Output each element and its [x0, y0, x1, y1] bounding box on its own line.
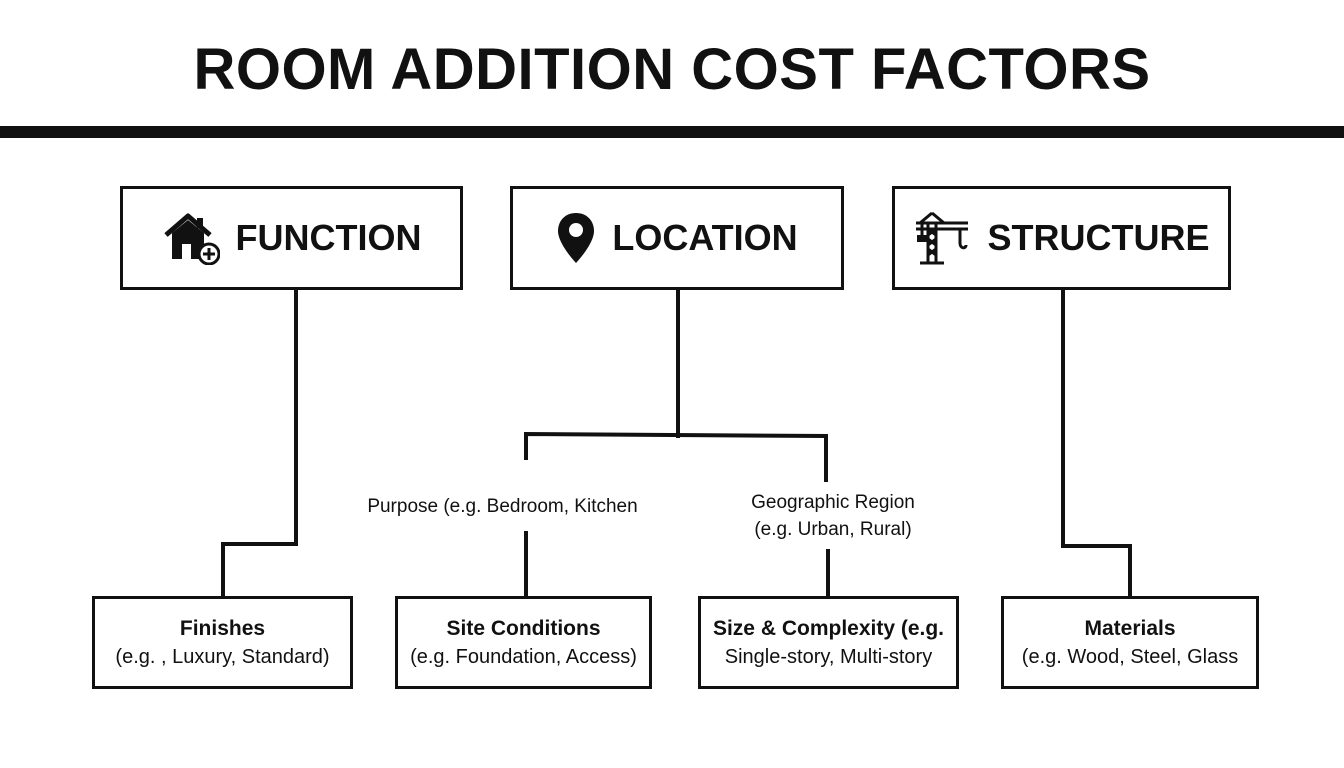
page-title: ROOM ADDITION COST FACTORS [193, 37, 1151, 102]
factor-title: Size & Complexity (e.g. [712, 616, 945, 640]
branch-label-purpose: Purpose (e.g. Bedroom, Kitchen [360, 493, 645, 520]
title-divider [0, 126, 1344, 138]
factor-detail: Single-story, Multi-story [724, 645, 933, 668]
factor-materials: Materials (e.g. Wood, Steel, Glass [1001, 596, 1259, 689]
category-label: FUNCTION [235, 217, 422, 258]
branch-label-text: Geographic Region [751, 492, 915, 513]
factor-title: Site Conditions [446, 616, 601, 640]
category-location: LOCATION [510, 186, 844, 290]
category-function: FUNCTION [120, 186, 463, 290]
factor-site-conditions: Site Conditions (e.g. Foundation, Access… [395, 596, 652, 689]
category-label: STRUCTURE [987, 217, 1210, 258]
factor-detail: (e.g. , Luxury, Standard) [115, 645, 330, 668]
house-plus-icon [162, 211, 220, 265]
category-structure: STRUCTURE [892, 186, 1231, 290]
factor-title: Materials [1084, 616, 1176, 640]
branch-label-detail: (e.g. Urban, Rural) [754, 519, 912, 540]
connector-function-finishes [221, 287, 298, 599]
category-label: LOCATION [612, 217, 798, 258]
connector-structure-materials [1061, 287, 1132, 599]
factor-finishes: Finishes (e.g. , Luxury, Standard) [92, 596, 353, 689]
factor-size-complexity: Size & Complexity (e.g. Single-story, Mu… [698, 596, 959, 689]
branch-label-region: Geographic Region (e.g. Urban, Rural) [733, 489, 933, 543]
factor-detail: (e.g. Wood, Steel, Glass [1021, 645, 1239, 668]
factor-detail: (e.g. Foundation, Access) [410, 645, 637, 668]
map-pin-icon [556, 211, 596, 265]
connector-location-split [524, 431, 828, 482]
crane-icon [914, 209, 972, 267]
branch-label-text: Purpose (e.g. Bedroom, Kitchen [367, 496, 638, 517]
factor-title: Finishes [179, 616, 266, 640]
